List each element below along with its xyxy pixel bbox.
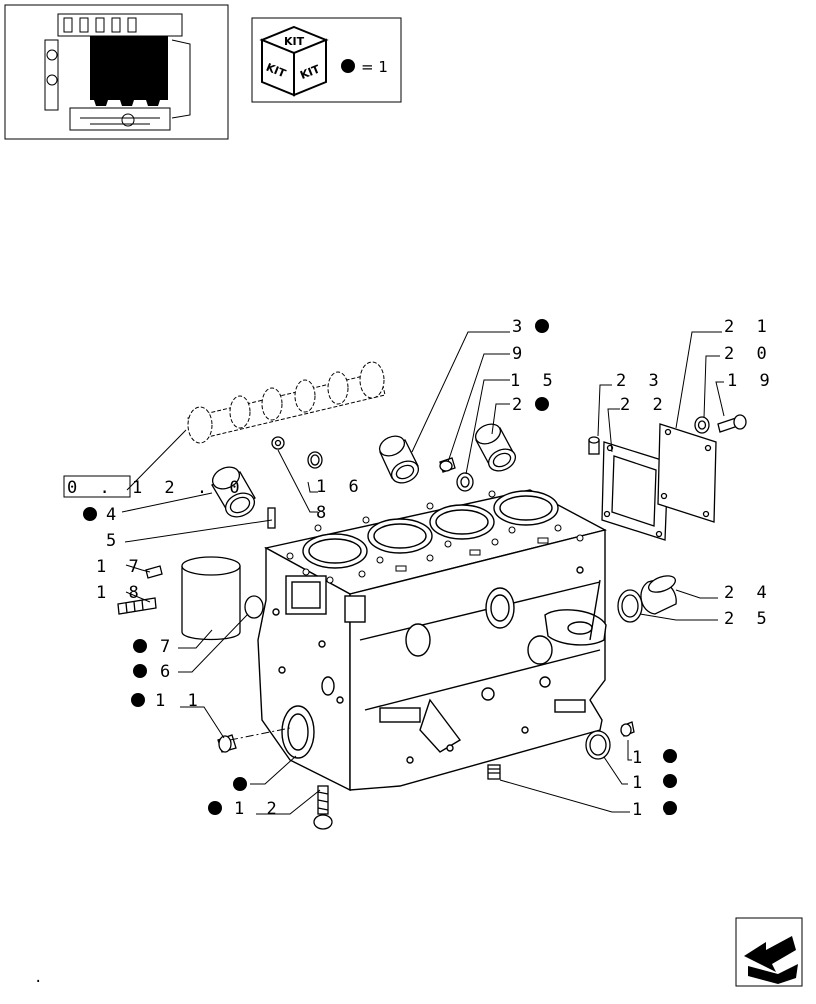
seal-ring-part-10[interactable]: [585, 730, 611, 760]
kit-equals-text: = 1: [361, 58, 388, 76]
kit-bullet-icon: [535, 397, 549, 411]
callout-25[interactable]: 2 5: [724, 609, 773, 629]
kit-legend: KIT KIT KIT = 1: [251, 17, 402, 103]
footer-mark: .: [34, 970, 42, 986]
gasket-part-22[interactable]: [601, 441, 669, 541]
cover-plate-part-21[interactable]: [657, 423, 717, 523]
plug-part-8[interactable]: [271, 436, 285, 450]
callout-7[interactable]: 7: [160, 637, 176, 657]
kit-bullet-icon: [133, 664, 147, 678]
callout-2[interactable]: 2: [512, 395, 528, 415]
seal-ring-part-25[interactable]: [617, 589, 643, 623]
callout-20[interactable]: 2 0: [724, 344, 773, 364]
kit-bullet-icon: [133, 639, 147, 653]
washer-part-15[interactable]: [456, 472, 474, 492]
callout-5[interactable]: 5: [106, 531, 122, 551]
kit-bullet-icon: [83, 507, 97, 521]
kit-top-label: KIT: [284, 35, 305, 48]
arrow-down-left-icon: [744, 936, 798, 984]
callout-8[interactable]: 8: [316, 503, 332, 523]
plug-part-11[interactable]: [217, 734, 237, 753]
callout-22[interactable]: 2 2: [620, 395, 669, 415]
plug-part-14[interactable]: [620, 721, 635, 737]
callout-23[interactable]: 2 3: [616, 371, 665, 391]
reference-box[interactable]: [63, 475, 131, 498]
callout-12[interactable]: 1 2: [234, 799, 283, 819]
callout-16[interactable]: 1 6: [316, 477, 365, 497]
next-page-button[interactable]: [735, 917, 803, 987]
kit-bullet-icon: [131, 693, 145, 707]
screw-part-19[interactable]: [717, 414, 747, 433]
callout-18[interactable]: 1 8: [96, 583, 145, 603]
washer-part-20[interactable]: [694, 416, 710, 434]
kit-bullet-icon: [208, 801, 222, 815]
callout-24[interactable]: 2 4: [724, 583, 773, 603]
dowel-part-23[interactable]: [588, 436, 600, 455]
camshaft: [187, 361, 386, 444]
reference-code[interactable]: 0 . 1 2 . 0: [67, 478, 246, 498]
pin-part-5[interactable]: [267, 507, 276, 529]
bushing-part-4[interactable]: [209, 463, 258, 521]
callout-19[interactable]: 1 9: [727, 371, 776, 391]
callout-17[interactable]: 1 7: [96, 557, 145, 577]
washer-part-16[interactable]: [307, 451, 323, 469]
plug-part-13[interactable]: [487, 764, 501, 780]
bolt-part-12[interactable]: [313, 785, 333, 830]
kit-bullet-icon: [663, 749, 677, 763]
callout-4[interactable]: 4: [106, 505, 122, 525]
callout-9[interactable]: 9: [512, 344, 528, 364]
callout-15[interactable]: 1 5: [510, 371, 559, 391]
stud-part-18[interactable]: [117, 597, 157, 615]
plug-part-17[interactable]: [145, 565, 163, 579]
kit-bullet-icon: [663, 801, 677, 815]
callout-6[interactable]: 6: [160, 662, 176, 682]
callout-11[interactable]: 1 1: [155, 691, 204, 711]
callout-labels: 3 9 1 5 2 2 3 2 2 2 1 2 0 1 9 1 6 8 0 . …: [63, 317, 776, 820]
engine-thumbnail[interactable]: [4, 4, 229, 140]
callout-21[interactable]: 2 1: [724, 317, 773, 337]
callout-3[interactable]: 3: [512, 317, 528, 337]
cylinder-block-drawing: [257, 489, 607, 792]
bushing-part-2[interactable]: [472, 420, 519, 475]
kit-bullet-icon: [663, 774, 677, 788]
kit-bullet-icon: [233, 777, 247, 791]
plug-part-6[interactable]: [244, 595, 264, 619]
nozzle-part-9[interactable]: [439, 457, 456, 473]
bushing-part-3[interactable]: [376, 432, 422, 487]
cap-part-24[interactable]: [640, 573, 678, 615]
kit-cube-icon: KIT KIT KIT: [259, 25, 329, 97]
kit-bullet-icon: [535, 319, 549, 333]
cylinder-liner-part-7[interactable]: [181, 556, 241, 641]
kit-bullet-icon: [341, 59, 355, 73]
